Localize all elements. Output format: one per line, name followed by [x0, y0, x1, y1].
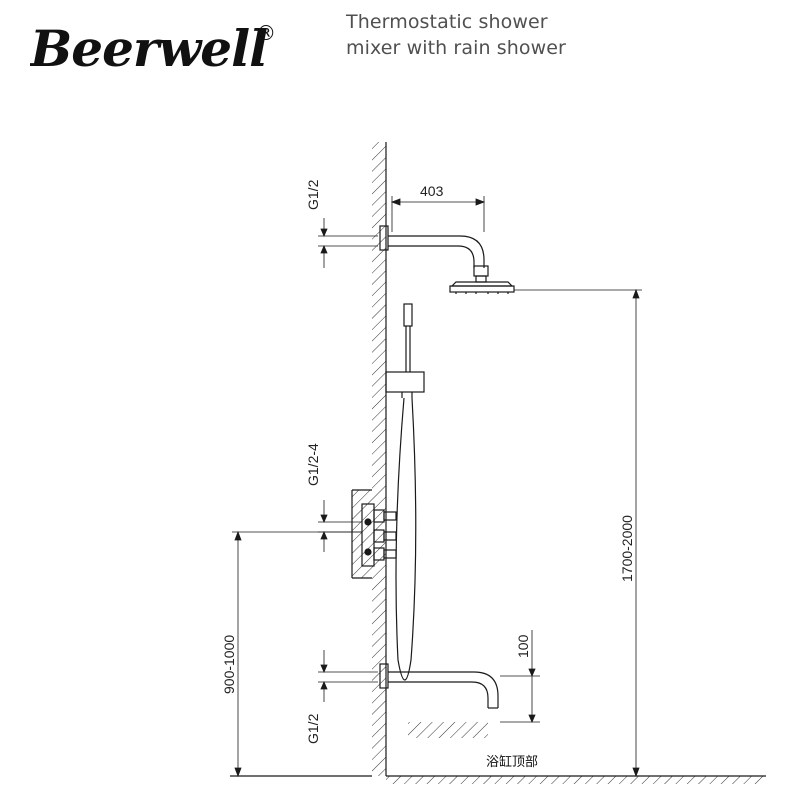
mixer-inlet-label: G1/2-4 [305, 443, 321, 486]
beerwell-logo: Beerwell ® [30, 19, 276, 74]
dimension-lines [232, 196, 642, 778]
head-height-label: 1700-2000 [619, 515, 635, 582]
floor-line [230, 775, 766, 784]
thermostatic-mixer [361, 503, 397, 567]
bathtub-rim [408, 722, 488, 738]
title-line-2: mixer with rain shower [346, 37, 566, 59]
shower-arm [379, 225, 489, 283]
arm-length-label: 403 [420, 183, 444, 199]
bathtub-top-label: 浴缸顶部 [486, 754, 538, 770]
bath-spout [379, 663, 499, 709]
logo-text: Beerwell [30, 19, 267, 74]
product-title: Thermostatic shower mixer with rain show… [346, 9, 566, 61]
mixer-height-label: 900-1000 [221, 635, 237, 694]
title-line-1: Thermostatic shower [346, 11, 548, 33]
registered-mark: ® [256, 21, 276, 45]
bottom-inlet-label: G1/2 [305, 713, 321, 744]
wall [351, 142, 387, 776]
top-inlet-label: G1/2 [305, 179, 321, 210]
hand-shower [385, 303, 425, 398]
spout-clearance-label: 100 [515, 634, 531, 658]
shower-hose [395, 397, 417, 681]
rain-shower-head [449, 281, 515, 294]
